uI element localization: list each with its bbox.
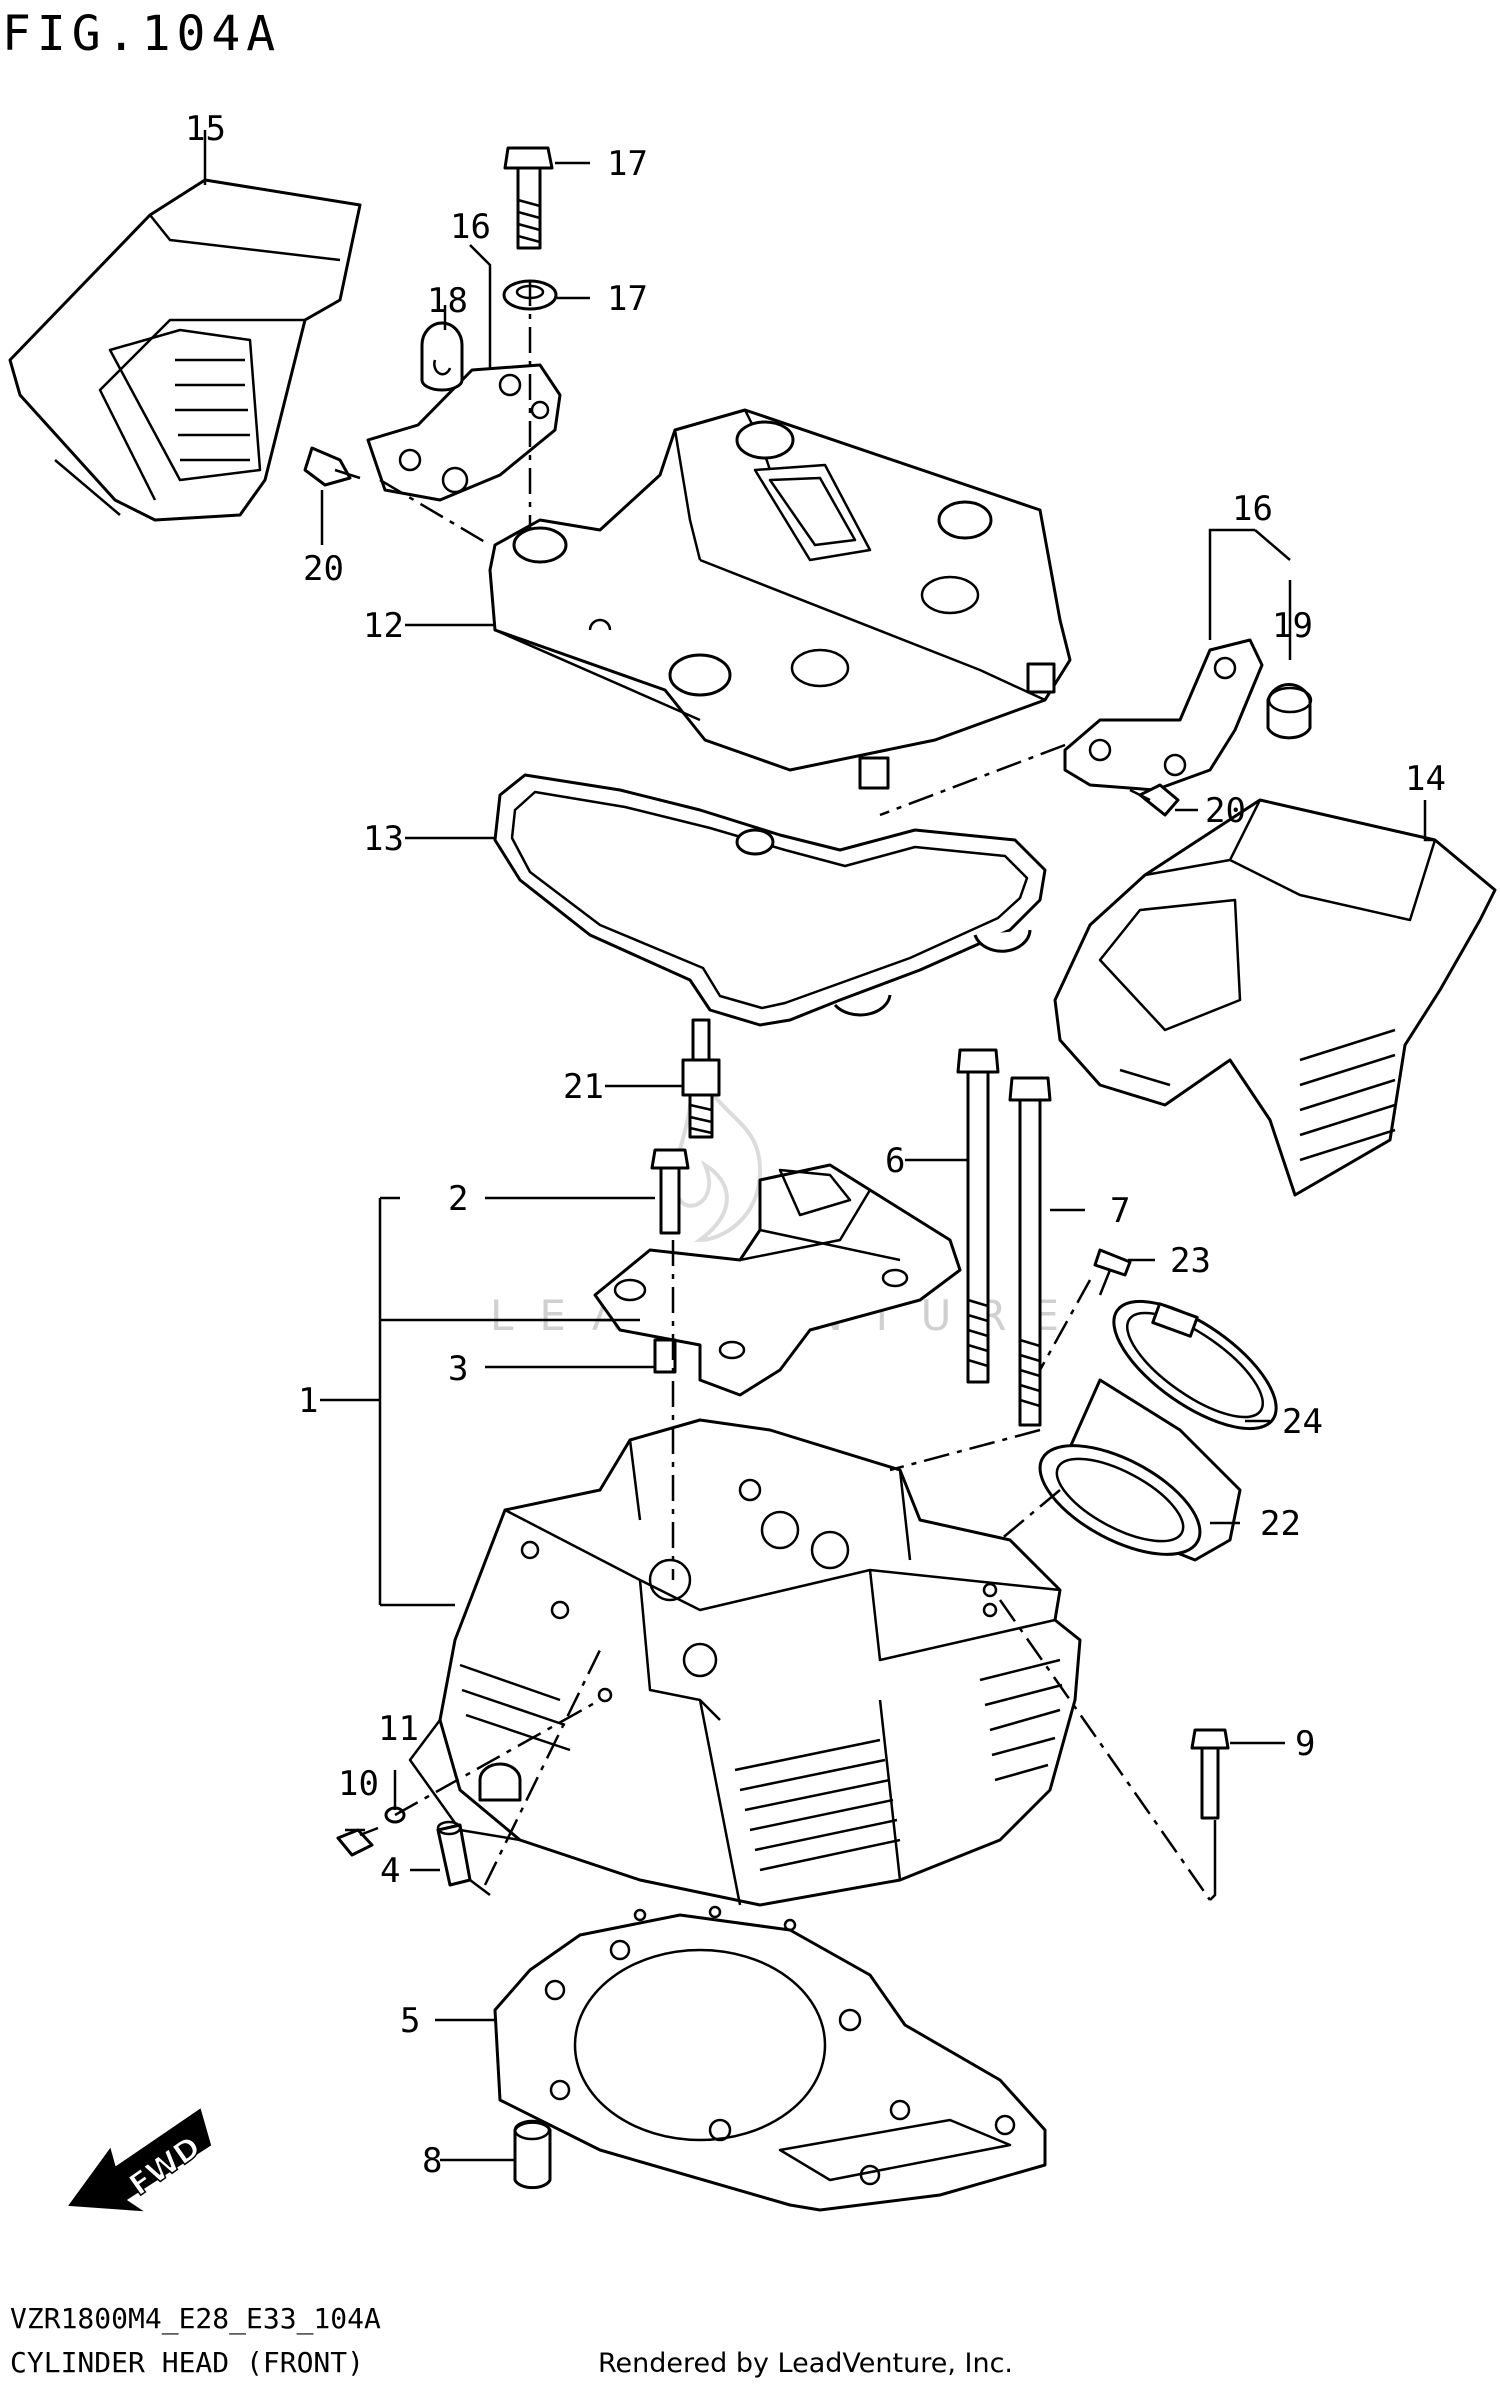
callout-16-left: 16 bbox=[450, 207, 491, 247]
part-6-stud-bolt bbox=[956, 1048, 1000, 1384]
render-credit: Rendered by LeadVenture, Inc. bbox=[598, 2348, 1013, 2379]
callout-2: 2 bbox=[448, 1179, 468, 1219]
part-21-spark-plug bbox=[681, 1018, 721, 1139]
part-3-dowel-pin bbox=[653, 1338, 677, 1374]
diagram-caption: CYLINDER HEAD (FRONT) bbox=[10, 2346, 364, 2379]
part-10-bolt bbox=[336, 1826, 379, 1857]
part-1-cylinder-head bbox=[408, 1418, 1082, 1907]
leader-lines bbox=[203, 130, 1435, 2162]
fwd-arrow-icon: FWD bbox=[68, 2108, 212, 2212]
callout-5: 5 bbox=[400, 2001, 420, 2041]
part-23-screw bbox=[1093, 1248, 1132, 1296]
callout-20-right: 20 bbox=[1205, 791, 1246, 831]
part-19-bolt bbox=[503, 146, 554, 250]
callout-23: 23 bbox=[1170, 1241, 1211, 1281]
part-20-bolt-right bbox=[1129, 783, 1180, 817]
callout-4: 4 bbox=[380, 1851, 400, 1891]
callout-17-left: 18 bbox=[427, 281, 468, 321]
callout-15: 15 bbox=[185, 109, 226, 149]
callout-9: 9 bbox=[1295, 1724, 1315, 1764]
part-14-right-cover bbox=[1053, 798, 1497, 1197]
part-15-left-cover bbox=[8, 178, 362, 522]
part-5-head-gasket bbox=[493, 1905, 1047, 2212]
callout-22: 22 bbox=[1260, 1504, 1301, 1544]
callout-21: 21 bbox=[563, 1067, 604, 1107]
part-16-left-bracket bbox=[366, 321, 562, 502]
part-1-holder-plate bbox=[593, 1163, 962, 1397]
figure-title: FIG.104A bbox=[2, 6, 281, 62]
part-2-bolt bbox=[650, 1148, 690, 1235]
callout-18: 17 bbox=[607, 279, 648, 319]
model-code: VZR1800M4_E28_E33_104A bbox=[10, 2302, 381, 2336]
part-12-cylinder-head-cover bbox=[488, 408, 1072, 790]
callout-10: 10 bbox=[338, 1764, 379, 1804]
callout-14: 14 bbox=[1405, 759, 1446, 799]
callout-19: 17 bbox=[607, 144, 648, 184]
part-9-bolt bbox=[1190, 1728, 1230, 1820]
part-16-right-bracket bbox=[1063, 638, 1313, 792]
callout-13: 13 bbox=[363, 819, 404, 859]
callout-numbers: 15 17 17 16 18 20 12 13 16 19 20 14 21 2… bbox=[185, 109, 1446, 2181]
callout-1: 1 bbox=[298, 1381, 318, 1421]
callout-16-right: 16 bbox=[1232, 489, 1273, 529]
part-24-clamp bbox=[1112, 1299, 1278, 1431]
callout-3: 3 bbox=[448, 1349, 468, 1389]
callout-20-left: 20 bbox=[303, 549, 344, 589]
callout-6: 6 bbox=[885, 1141, 905, 1181]
part-8-dowel bbox=[513, 2119, 552, 2190]
callout-24: 24 bbox=[1282, 1402, 1323, 1442]
callout-8: 8 bbox=[422, 2141, 442, 2181]
callout-11: 11 bbox=[378, 1709, 419, 1749]
part-13-gasket bbox=[493, 773, 1047, 1027]
callout-17-right: 19 bbox=[1272, 606, 1313, 646]
part-7-stud-bolt bbox=[1008, 1076, 1052, 1427]
callout-7: 7 bbox=[1110, 1191, 1130, 1231]
part-22-intake-pipe bbox=[1038, 1378, 1242, 1562]
callout-12: 12 bbox=[363, 606, 404, 646]
alignment-lines bbox=[379, 280, 1217, 1901]
part-20-bolt-left bbox=[303, 446, 361, 487]
